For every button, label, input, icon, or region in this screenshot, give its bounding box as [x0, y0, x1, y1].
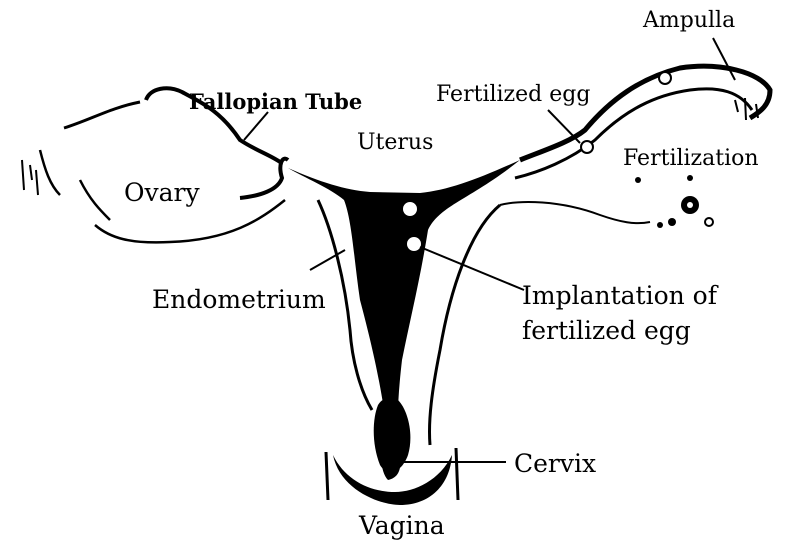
leader-fertilized-egg [548, 110, 580, 143]
cervical-canal [374, 398, 411, 472]
label-fallopian-tube: Fallopian Tube [189, 91, 362, 112]
leader-ampulla [713, 38, 735, 80]
egg-ampulla [659, 72, 671, 84]
label-ovary: Ovary [124, 180, 200, 205]
label-vagina: Vagina [359, 513, 445, 538]
label-cervix: Cervix [514, 451, 596, 476]
leader-implantation [420, 247, 524, 290]
label-fertilized-egg: Fertilized egg [436, 84, 590, 106]
label-ampulla: Ampulla [643, 10, 735, 32]
fallopian-tube-left [240, 159, 288, 198]
label-uterus: Uterus [357, 132, 433, 154]
label-implantation-line2: fertilized egg [522, 318, 691, 343]
uterine-wall-right [429, 205, 500, 445]
label-implantation-line1: Implantation of [522, 283, 717, 308]
fertilization-cluster [635, 175, 713, 228]
label-fertilization: Fertilization [623, 148, 759, 170]
egg-upper [402, 201, 418, 217]
egg-implanted [406, 236, 422, 252]
leader-fallopian [244, 112, 268, 140]
egg-in-tube [581, 141, 593, 153]
label-endometrium: Endometrium [152, 287, 326, 312]
